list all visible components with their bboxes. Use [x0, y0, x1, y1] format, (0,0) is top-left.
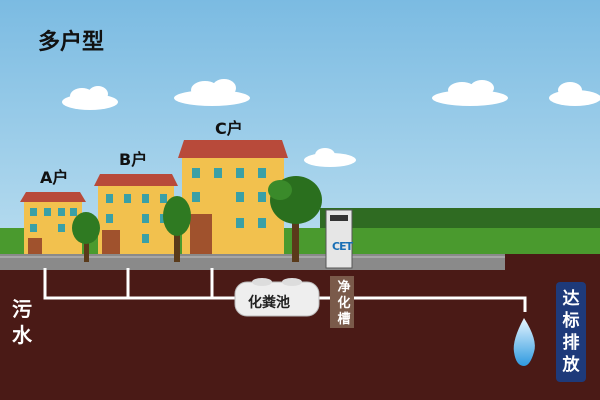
diagram-title: 多户型: [38, 30, 105, 55]
clouds: [62, 79, 600, 167]
house-c: [178, 140, 288, 254]
purifier-unit: [325, 209, 353, 269]
purifier-tank: [330, 276, 354, 328]
septic-tank-label: 化粪池: [248, 295, 290, 311]
house-c-label: C户: [215, 119, 243, 138]
discharge-label: 达标排放: [556, 282, 586, 382]
house-b-label: B户: [119, 150, 148, 169]
septic-tank: [234, 281, 320, 317]
sewage-label: 污水: [12, 297, 32, 347]
purifier-logo: CET: [332, 240, 353, 253]
house-b: [94, 174, 178, 254]
trees: [72, 176, 322, 262]
water-drop-icon: [513, 318, 535, 366]
house-a-label: A户: [40, 168, 69, 187]
purifier-label: 净化槽: [337, 280, 351, 327]
pipes: [43, 268, 527, 312]
